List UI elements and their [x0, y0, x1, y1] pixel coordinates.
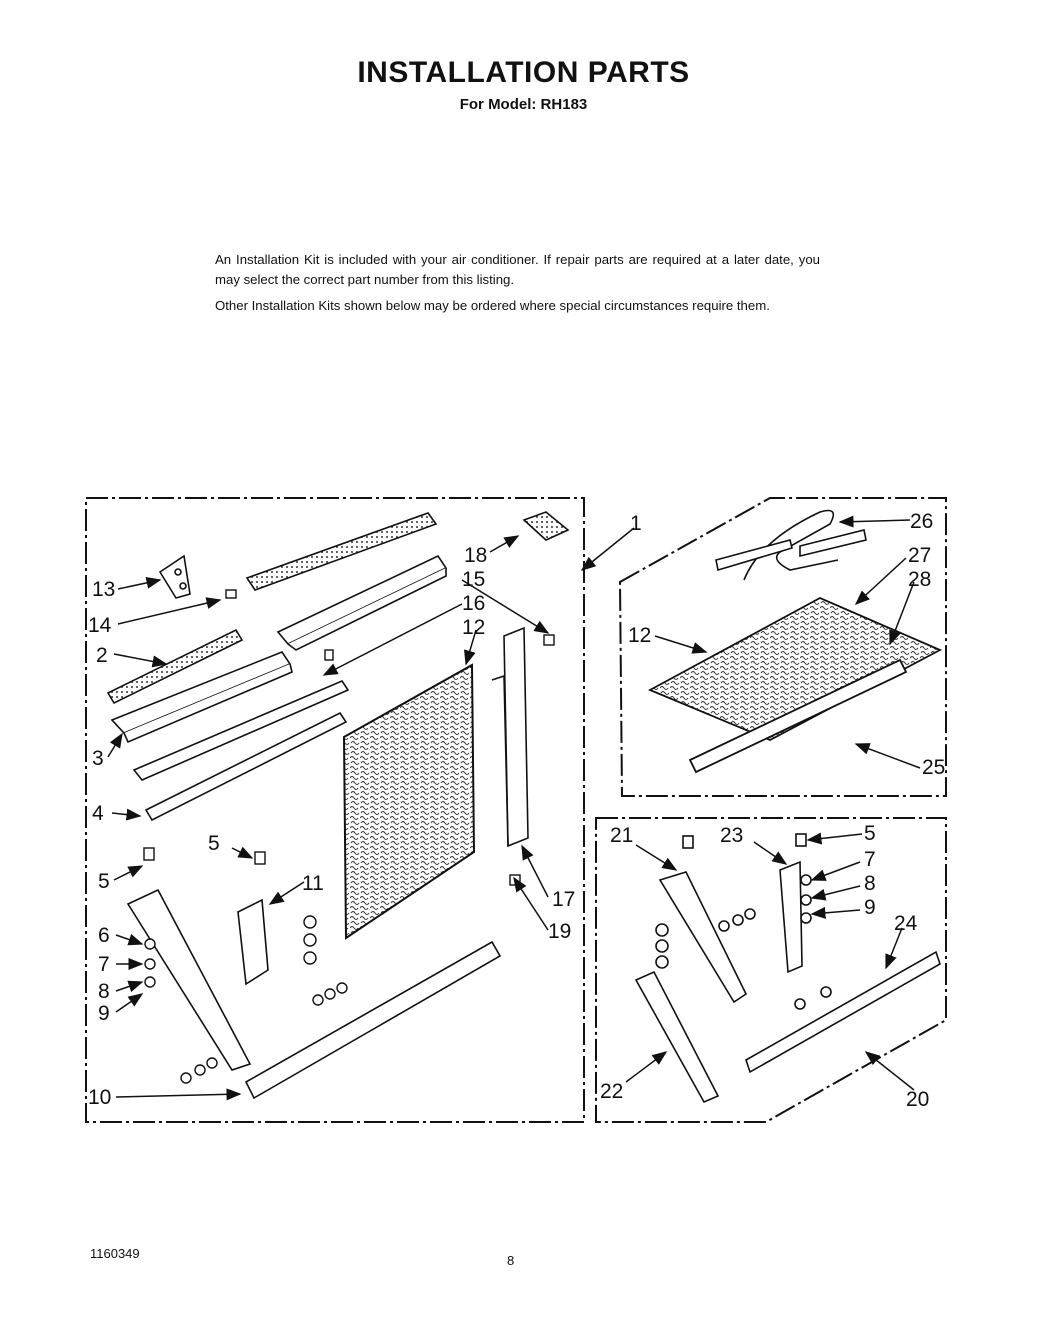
callout-10: 10: [88, 1086, 111, 1109]
callout-28: 28: [908, 568, 931, 591]
callout-26: 26: [910, 510, 933, 533]
callout-22: 22: [600, 1080, 623, 1103]
callout-18: 18: [464, 544, 487, 567]
sill-channel-lower: [132, 680, 350, 822]
hardware-screws: [143, 589, 555, 1084]
callout-19: 19: [548, 920, 571, 943]
callout-14: 14: [88, 614, 112, 637]
foam-seal-strip: [106, 628, 244, 705]
model-subtitle: For Model: RH183: [459, 96, 588, 113]
accordion-panel: [342, 663, 476, 940]
callout-3: 3: [92, 747, 104, 770]
foam-gasket-loop: [715, 509, 867, 581]
mounting-bracket-small: [158, 554, 191, 599]
callout-labels: 13 14 2 3 4 5 6 7 8 9 10 5 11 18 15 16 1…: [88, 510, 945, 1111]
callout-11: 11: [302, 872, 324, 895]
callout-27: 27: [908, 544, 931, 567]
callout-4: 4: [92, 802, 104, 825]
insulation-kit-frame: [618, 497, 947, 797]
side-frame-post: [491, 626, 529, 848]
callout-7-left: 7: [98, 953, 110, 976]
callout-12-insulation: 12: [628, 624, 651, 647]
intro-paragraph-other-kits: Other Installation Kits shown below may …: [215, 298, 770, 313]
callout-16: 16: [462, 592, 485, 615]
document-number: 1160349: [90, 1246, 140, 1261]
top-sash-rail: [276, 554, 448, 651]
callout-8-right: 8: [864, 872, 876, 895]
callout-25: 25: [922, 756, 945, 779]
callout-17: 17: [552, 888, 575, 911]
main-kit-frame: [85, 497, 585, 1123]
sill-support-rail: [244, 940, 502, 1100]
support-bracket-center: [237, 898, 269, 986]
page-number: 8: [507, 1253, 515, 1268]
callout-21: 21: [610, 824, 633, 847]
callout-8-left: 8: [98, 980, 110, 1003]
callout-7-right: 7: [864, 848, 876, 871]
callout-13: 13: [92, 578, 115, 601]
callout-23: 23: [720, 824, 743, 847]
callout-20: 20: [906, 1088, 929, 1111]
intro-paragraph-kit: An Installation Kit is included with you…: [215, 252, 820, 287]
callout-9-left: 9: [98, 1002, 110, 1025]
callout-5-right: 5: [864, 822, 876, 845]
callout-24: 24: [894, 912, 918, 935]
callout-12-panel: 12: [462, 616, 485, 639]
page-title: INSTALLATION PARTS: [357, 56, 690, 89]
bracket-kit-parts: [634, 833, 941, 1104]
callout-15: 15: [462, 568, 485, 591]
bracket-kit-frame: [595, 817, 947, 1123]
callout-1: 1: [630, 512, 642, 535]
support-arm-left: [126, 888, 252, 1071]
callout-5-center: 5: [208, 832, 220, 855]
sill-channel-upper: [110, 651, 293, 744]
top-channel-rail: [245, 512, 438, 591]
leader-lines: [107, 515, 921, 1101]
foam-block: [522, 511, 570, 541]
callout-6: 6: [98, 924, 110, 947]
callout-2: 2: [96, 644, 108, 667]
callout-5-left: 5: [98, 870, 110, 893]
insulation-panel: [647, 597, 943, 774]
callout-9-right: 9: [864, 896, 876, 919]
